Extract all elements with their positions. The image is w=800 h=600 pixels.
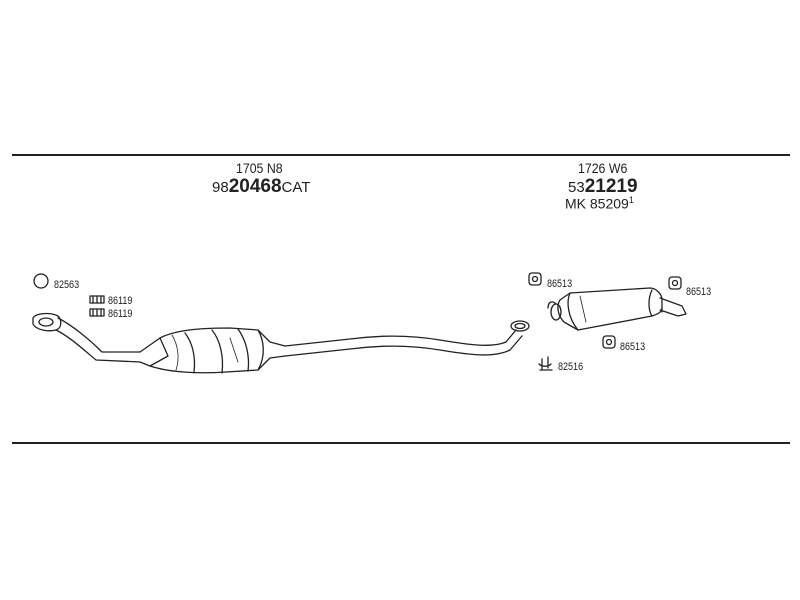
mount-front-label: 86513 [547, 278, 573, 290]
top-divider [12, 154, 790, 156]
front-part-main: 20468 [228, 176, 282, 197]
kit-label: MK [565, 195, 586, 212]
clamp-upper-icon [89, 295, 105, 304]
ring-part-label: 82563 [54, 279, 80, 291]
clamp-lower-label: 86119 [108, 308, 133, 320]
bottom-divider [12, 442, 790, 444]
front-group-code: 1705 N8 [236, 160, 283, 176]
mount-under-icon [602, 335, 616, 349]
mount-front-icon [528, 272, 542, 286]
mount-under-label: 86513 [620, 341, 646, 353]
mount-rear-label: 86513 [686, 286, 712, 298]
ring-gasket-icon [33, 273, 49, 289]
front-pipe [55, 317, 141, 363]
catalytic-converter-icon [139, 327, 286, 374]
clamp-upper-label: 86119 [108, 295, 133, 307]
kit-number: 85209 [589, 195, 629, 212]
clamp-joint-label: 82516 [558, 361, 584, 373]
intermediate-pipe [284, 320, 530, 357]
rear-part-main: 21219 [584, 176, 638, 197]
front-part-prefix: 98 [212, 179, 229, 196]
front-part-suffix: CAT [281, 179, 311, 196]
front-flange-icon [32, 312, 62, 332]
kit-superscript: 1 [628, 195, 634, 205]
front-group-part-number: 9820468CAT [212, 176, 310, 198]
rear-muffler-icon [547, 287, 687, 331]
rear-kit-number: MK 852091 [565, 195, 634, 212]
rear-group-code: 1726 W6 [578, 160, 628, 176]
mount-rear-icon [668, 276, 682, 290]
clamp-lower-icon [89, 308, 105, 317]
rear-group-part-number: 5321219 [568, 176, 638, 198]
joint-clamp-icon [538, 356, 553, 371]
rear-part-prefix: 53 [568, 179, 585, 196]
